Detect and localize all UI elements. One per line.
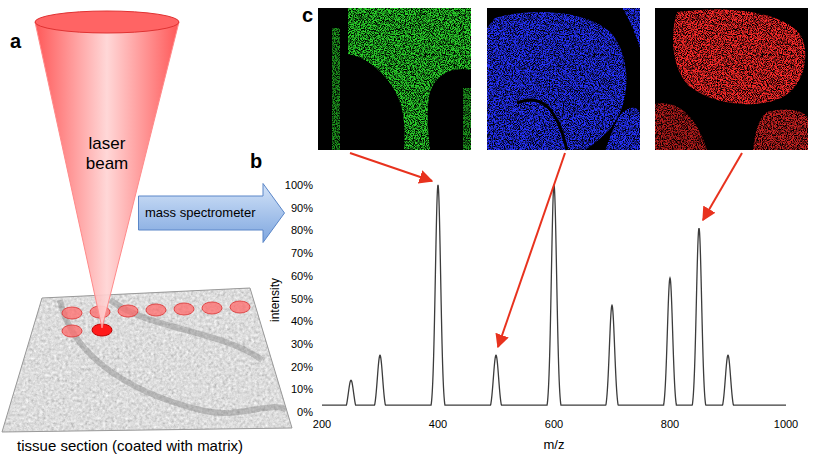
axis-tick: 80%: [291, 224, 313, 237]
axis-tick: 200: [313, 418, 331, 431]
panel-letter: a: [10, 30, 21, 53]
axis-tick: 800: [661, 418, 679, 431]
axis-tick: 0%: [297, 406, 313, 419]
leader-arrow: [703, 153, 742, 220]
ion-image-green: [318, 8, 471, 150]
raster-spot: [118, 305, 138, 317]
axis-tick: 100%: [285, 179, 313, 192]
arrow-body: [139, 184, 285, 243]
image-ground: [318, 8, 471, 150]
image-ground: [655, 8, 808, 150]
ion-image-red: [655, 8, 808, 150]
axis-tick: 60%: [291, 269, 313, 282]
ion-distribution: [332, 28, 340, 150]
panel-letter: b: [250, 150, 262, 173]
leader-arrow: [498, 153, 565, 347]
raster-spot: [62, 307, 82, 319]
raster-spot: [146, 304, 166, 316]
raster-spot: [230, 301, 250, 313]
raster-spot: [174, 303, 194, 315]
image-ground: [487, 8, 640, 150]
axis-tick: 50%: [291, 292, 313, 305]
tissue-gap: [517, 100, 567, 150]
ion-distribution: [753, 110, 808, 150]
axis-tick: 10%: [291, 383, 313, 396]
axis-tick: 20%: [291, 360, 313, 373]
tissue-edge: [2, 288, 292, 432]
cone-body: [35, 22, 179, 328]
ion-distribution: [655, 103, 707, 150]
raster-spot: [202, 302, 222, 314]
arrow-label: mass spectrometer: [145, 206, 256, 221]
axis-title: m/z: [544, 438, 565, 453]
ion-distribution: [463, 88, 471, 150]
panel-letter: c: [302, 4, 313, 27]
ion-distribution: [348, 8, 471, 150]
ion-distribution: [487, 12, 626, 150]
tissue-section: [0, 285, 300, 435]
raster-spot: [62, 325, 82, 337]
beam-label: laser beam: [72, 134, 142, 173]
axis-tick: 30%: [291, 338, 313, 351]
figure-caption: tissue section (coated with matrix): [17, 437, 243, 454]
cone-shape: [33, 8, 181, 338]
spectrum-trace: [322, 185, 786, 405]
axis-tick: 70%: [291, 247, 313, 260]
tissue-structure: [60, 300, 286, 413]
ion-image-blue: [487, 8, 640, 150]
raster-spots: [62, 301, 250, 337]
axis-tick: 400: [429, 418, 447, 431]
ion-distribution: [605, 108, 640, 150]
axis-tick: 600: [545, 418, 563, 431]
cone-top: [35, 11, 179, 33]
leader-arrows: [350, 153, 742, 347]
process-arrow: mass spectrometer: [138, 183, 285, 243]
axis-tick: 90%: [291, 201, 313, 214]
leader-arrow: [350, 153, 432, 181]
ion-distribution: [622, 8, 640, 48]
axis-tick: 1000: [774, 418, 798, 431]
laser-beam-cone: laser beam: [33, 8, 181, 338]
axis-tick: 40%: [291, 315, 313, 328]
ion-distribution: [673, 10, 805, 105]
tissue-texture: [0, 285, 300, 435]
axis-title: intensity: [269, 278, 283, 322]
